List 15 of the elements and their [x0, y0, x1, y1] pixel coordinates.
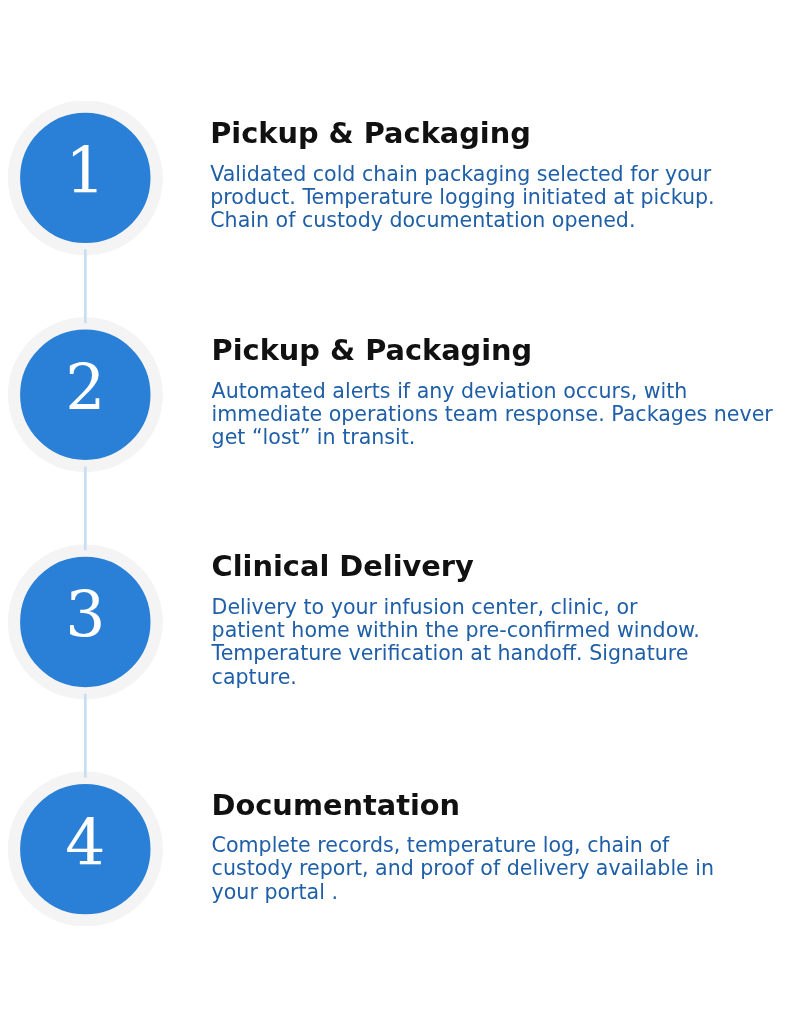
connector	[83, 466, 87, 551]
node-circle: 3	[8, 544, 163, 700]
node-circle: 4	[8, 771, 163, 926]
node-circle: 2	[8, 317, 163, 473]
node-label: Automated alerts if any deviation occurs, with immediate operations team response. Packages never get “lost” in transit.	[211, 378, 773, 450]
connector	[83, 693, 87, 778]
node-label: Complete records, temperature log, chain of custody report, and proof of delivery available in your portal .	[211, 832, 715, 904]
node-label: Pickup & Packaging	[210, 116, 531, 151]
node-label: Pickup & Packaging	[211, 333, 533, 368]
node-label: Validated cold chain packaging selected for your product. Temperature logging initiated at pickup. Chain of custody documentation opened.	[210, 161, 715, 233]
node-label: Clinical Delivery	[211, 549, 474, 584]
node-circle: 1	[8, 101, 163, 256]
connector	[83, 249, 87, 324]
node-label: Documentation	[211, 787, 461, 822]
node-label: Delivery to your infusion center, clinic, or patient home within the pre-confirmed window. Temperature verification at handoff. Signature capture.	[211, 594, 700, 689]
